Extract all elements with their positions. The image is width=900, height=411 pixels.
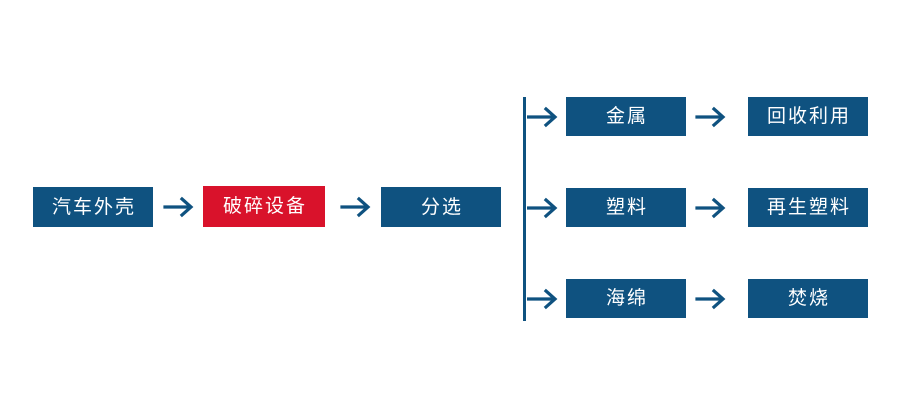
arrow-right-icon-plastic-to-recycled	[695, 193, 731, 223]
branch-arrow-right-icon-to-sponge	[527, 284, 563, 314]
branch-arrow-right-icon-to-metal	[527, 102, 563, 132]
node-recycling-reuse[interactable]: 回收利用	[748, 97, 868, 136]
branch-arrow-right-icon-to-plastic	[527, 193, 563, 223]
node-crushing-equipment[interactable]: 破碎设备	[203, 186, 325, 227]
node-plastic[interactable]: 塑料	[566, 188, 686, 227]
arrow-right-icon-sponge-to-incineration	[695, 284, 731, 314]
arrow-right-icon-crusher-to-sorting	[340, 192, 376, 222]
node-recycled-plastic[interactable]: 再生塑料	[748, 188, 868, 227]
arrow-right-icon-metal-to-reuse	[695, 102, 731, 132]
node-metal[interactable]: 金属	[566, 97, 686, 136]
vertical-branch-bus	[523, 97, 526, 321]
node-sorting[interactable]: 分选	[381, 187, 501, 227]
node-incineration[interactable]: 焚烧	[748, 279, 868, 318]
arrow-right-icon-shell-to-crusher	[163, 192, 199, 222]
node-car-shell[interactable]: 汽车外壳	[33, 187, 153, 227]
node-sponge[interactable]: 海绵	[566, 279, 686, 318]
